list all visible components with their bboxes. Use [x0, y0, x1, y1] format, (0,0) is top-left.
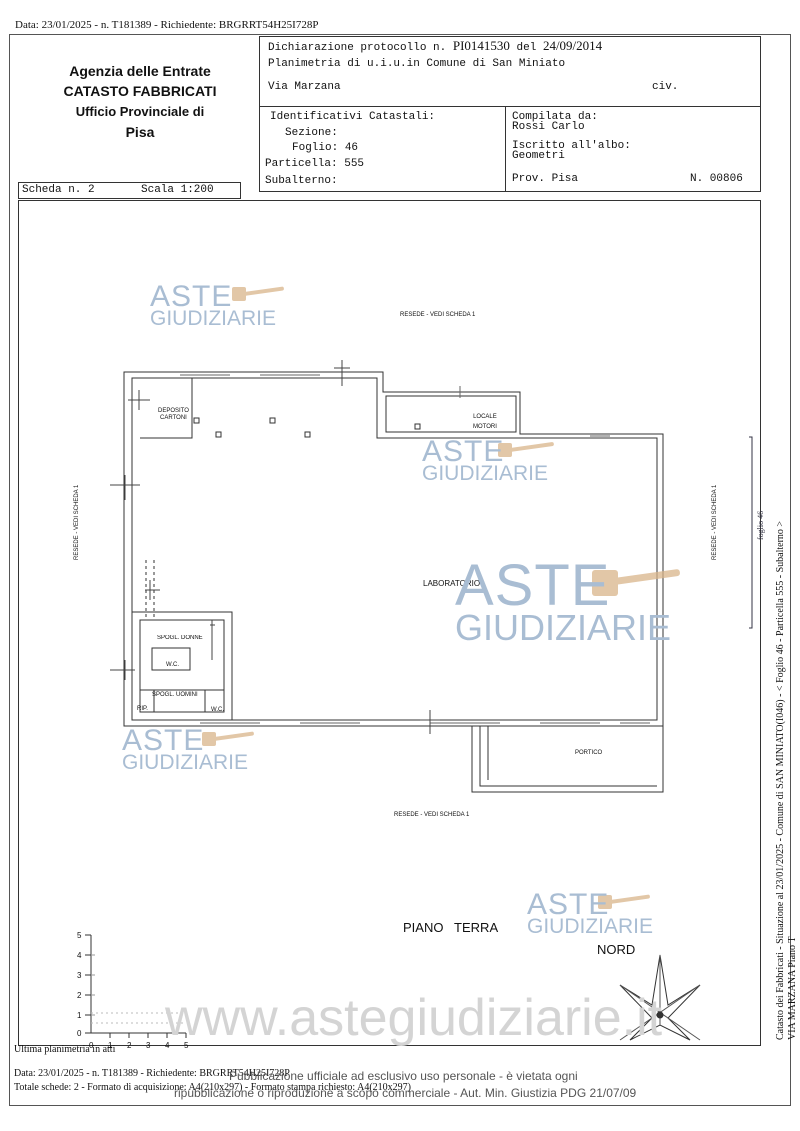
iscritto-value: Geometri: [512, 150, 565, 162]
locale-label-2: MOTORI: [473, 424, 497, 430]
scale-x-0: 0: [89, 1041, 94, 1050]
locale-label-1: LOCALE: [473, 414, 497, 420]
scale-x-3: 3: [146, 1041, 151, 1050]
scale-y-3: 3: [77, 971, 82, 980]
footer-line-2: Totale schede: 2 - Formato di acquisizio…: [14, 1082, 411, 1093]
dichiarazione-label: Dichiarazione protocollo n.: [268, 42, 447, 54]
header-divider-2: [505, 106, 506, 192]
catasto-title: CATASTO FABBRICATI: [63, 83, 217, 99]
watermark-notice-2: ripubblicazione o riproduzione a scopo c…: [174, 1086, 637, 1100]
resede-right-label: RESEDE - VEDI SCHEDA 1: [712, 484, 718, 560]
agency-block: Agenzia delle Entrate CATASTO FABBRICATI…: [40, 62, 240, 143]
header-divider-1: [259, 106, 761, 107]
provincia-name: Pisa: [125, 124, 155, 140]
deposito-label-1: DEPOSITO: [158, 408, 189, 414]
deposito-label-2: CARTONI: [160, 415, 187, 421]
scheda-box: [18, 182, 241, 199]
iscritto-label: Iscritto all'albo:: [512, 140, 631, 152]
room-wc-2: W.C.: [211, 707, 224, 713]
nord-label: NORD: [597, 942, 636, 957]
room-spogl-uomini: SPOGL. UOMINI: [152, 692, 198, 698]
via-line: Via Marzana: [268, 81, 341, 93]
room-locale-motori: LOCALE MOTORI: [473, 412, 497, 432]
civ-label: civ.: [652, 81, 679, 93]
room-wc-1: W.C.: [166, 662, 179, 668]
scale-x-5: 5: [184, 1041, 189, 1050]
watermark-aste-2: ASTE GIUDIZIARIE: [422, 435, 549, 485]
header-box: [259, 36, 761, 192]
protocol-date: 24/09/2014: [542, 38, 603, 53]
foglio-row: Foglio: 46: [292, 142, 358, 154]
room-deposito: DEPOSITO CARTONI: [158, 408, 189, 422]
room-rip: RIP.: [137, 706, 148, 712]
dichiarazione-line: Dichiarazione protocollo n. PI0141530 de…: [268, 38, 602, 54]
watermark-aste-5: ASTE GIUDIZIARIE: [527, 888, 654, 938]
drawing-frame: [18, 200, 761, 1046]
room-spogl-donne: SPOGL. DONNE: [157, 635, 203, 641]
side-mark: foglio 46: [756, 510, 765, 540]
footer-line-1: Data: 23/01/2025 - n. T181389 - Richiede…: [14, 1068, 290, 1079]
top-info-line: Data: 23/01/2025 - n. T181389 - Richiede…: [15, 19, 319, 31]
piano-label: PIANO TERRA: [403, 920, 499, 935]
agency-name: Agenzia delle Entrate: [69, 63, 211, 79]
watermark-aste-4: ASTE GIUDIZIARIE: [122, 724, 249, 774]
particella-row: Particella: 555: [265, 158, 364, 170]
albo-number: N. 00806: [690, 173, 743, 185]
protocollo-number: PI0141530: [452, 38, 510, 53]
resede-top-label: RESEDE - VEDI SCHEDA 1: [400, 312, 476, 318]
watermark-aste-1: ASTE GIUDIZIARIE: [150, 280, 277, 330]
foglio-value: 46: [344, 142, 359, 154]
resede-left-label: RESEDE - VEDI SCHEDA 1: [74, 484, 80, 560]
watermark-notice-1: Pubblicazione ufficiale ad esclusivo uso…: [229, 1069, 578, 1083]
scale-y-1: 1: [77, 1011, 82, 1020]
compilata-label: Compilata da:: [512, 111, 598, 123]
prov-label: Prov. Pisa: [512, 173, 579, 185]
particella-label: Particella:: [265, 158, 338, 170]
foglio-label: Foglio:: [292, 142, 339, 154]
ultima-planimetria: Ultima planimetria in atti: [14, 1044, 116, 1055]
watermark-aste-3: ASTE GIUDIZIARIE: [455, 553, 672, 649]
scale-y-2: 2: [77, 991, 82, 1000]
scale-y-4: 4: [77, 951, 82, 960]
particella-value: 555: [344, 158, 365, 170]
del-label: del: [516, 42, 537, 54]
compilata-value: Rossi Carlo: [512, 121, 585, 133]
watermark-url: www.astegiudiziarie.it: [165, 989, 663, 1047]
sezione-label: Sezione:: [285, 127, 338, 139]
scale-x-4: 4: [165, 1041, 170, 1050]
scheda-label: Scheda n. 2: [22, 184, 95, 196]
scale-x-2: 2: [127, 1041, 132, 1050]
ident-label: Identificativi Catastali:: [270, 111, 436, 123]
ufficio-label: Ufficio Provinciale di: [75, 104, 205, 119]
resede-bottom-label: RESEDE - VEDI SCHEDA 1: [394, 812, 470, 818]
scale-y-0: 0: [77, 1029, 82, 1038]
planimetria-line: Planimetria di u.i.u.in Comune di San Mi…: [268, 58, 566, 70]
scale-x-1: 1: [108, 1041, 113, 1050]
page-frame: [9, 34, 791, 1106]
scala-label: Scala 1:200: [141, 184, 214, 196]
room-laboratorio: LABORATORIO: [423, 579, 481, 588]
scale-y-5: 5: [77, 931, 82, 940]
subalterno-label: Subalterno:: [265, 175, 338, 187]
room-portico: PORTICO: [575, 750, 603, 756]
